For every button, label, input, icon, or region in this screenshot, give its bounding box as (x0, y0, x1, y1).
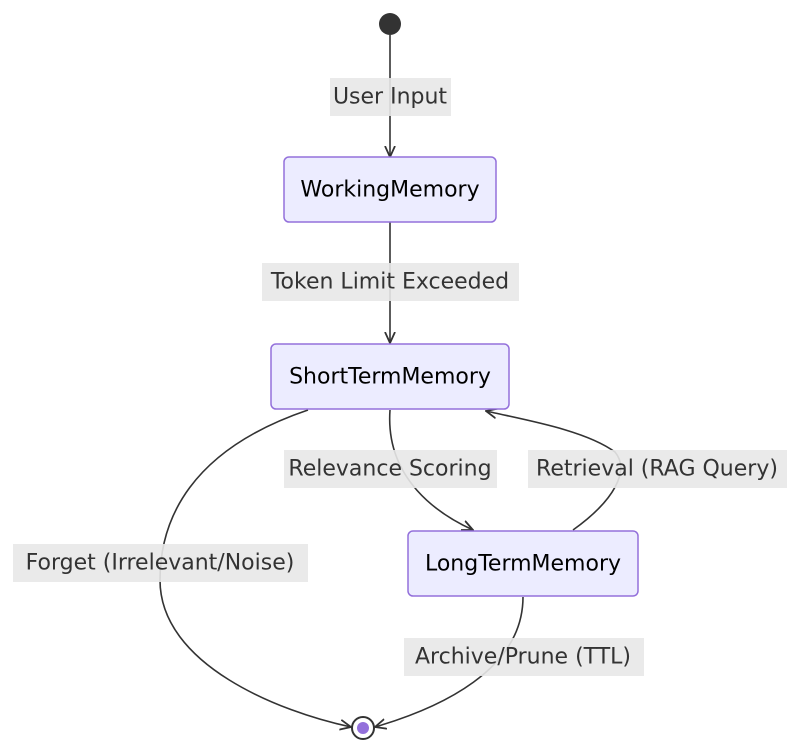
label-forget: Forget (Irrelevant/Noise) (13, 544, 308, 582)
label-user-input: User Input (330, 78, 451, 116)
state-working-memory-label: WorkingMemory (300, 178, 479, 203)
edge-longterm-to-end (375, 596, 524, 727)
svg-text:Forget (Irrelevant/Noise): Forget (Irrelevant/Noise) (26, 551, 295, 576)
state-long-term-memory-label: LongTermMemory (425, 552, 621, 577)
label-token-limit: Token Limit Exceeded (262, 263, 519, 301)
svg-text:Retrieval (RAG Query): Retrieval (RAG Query) (536, 457, 778, 482)
state-working-memory: WorkingMemory (283, 156, 497, 223)
end-node (351, 716, 375, 740)
label-retrieval: Retrieval (RAG Query) (528, 450, 787, 488)
start-node (379, 13, 401, 35)
label-relevance-scoring: Relevance Scoring (284, 450, 497, 488)
state-long-term-memory: LongTermMemory (407, 530, 639, 597)
svg-text:Token Limit Exceeded: Token Limit Exceeded (270, 270, 509, 295)
svg-text:Archive/Prune (TTL): Archive/Prune (TTL) (415, 645, 631, 670)
svg-text:Relevance Scoring: Relevance Scoring (288, 457, 491, 482)
edge-shortterm-to-longterm (389, 409, 473, 530)
state-short-term-memory-label: ShortTermMemory (289, 365, 491, 390)
svg-text:User Input: User Input (333, 85, 447, 110)
label-archive: Archive/Prune (TTL) (404, 638, 644, 676)
state-short-term-memory: ShortTermMemory (270, 343, 510, 410)
